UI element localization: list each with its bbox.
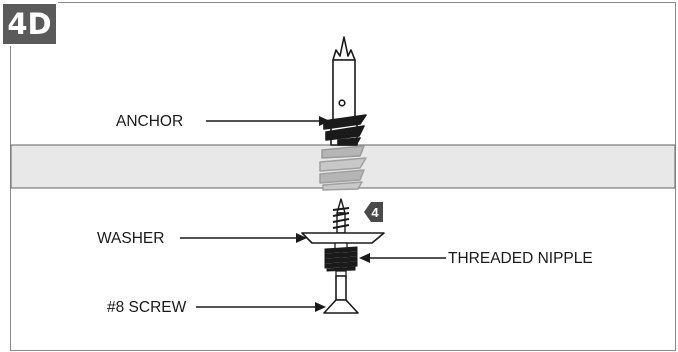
screw-lower	[323, 275, 359, 314]
leader-lines	[180, 116, 446, 312]
threaded-nipple	[324, 242, 358, 277]
step-badge: 4D	[1, 2, 58, 46]
screw-label: #8 SCREW	[107, 299, 187, 316]
washer-label: WASHER	[97, 230, 164, 247]
anchor-label: ANCHOR	[116, 113, 183, 130]
hidden-threads	[319, 145, 367, 191]
step-callout: 4	[364, 202, 383, 222]
anchor	[323, 36, 367, 146]
washer	[301, 232, 385, 244]
step-callout-number: 4	[371, 205, 379, 220]
threaded-nipple-label: THREADED NIPPLE	[448, 250, 593, 267]
screw-upper	[332, 198, 350, 234]
